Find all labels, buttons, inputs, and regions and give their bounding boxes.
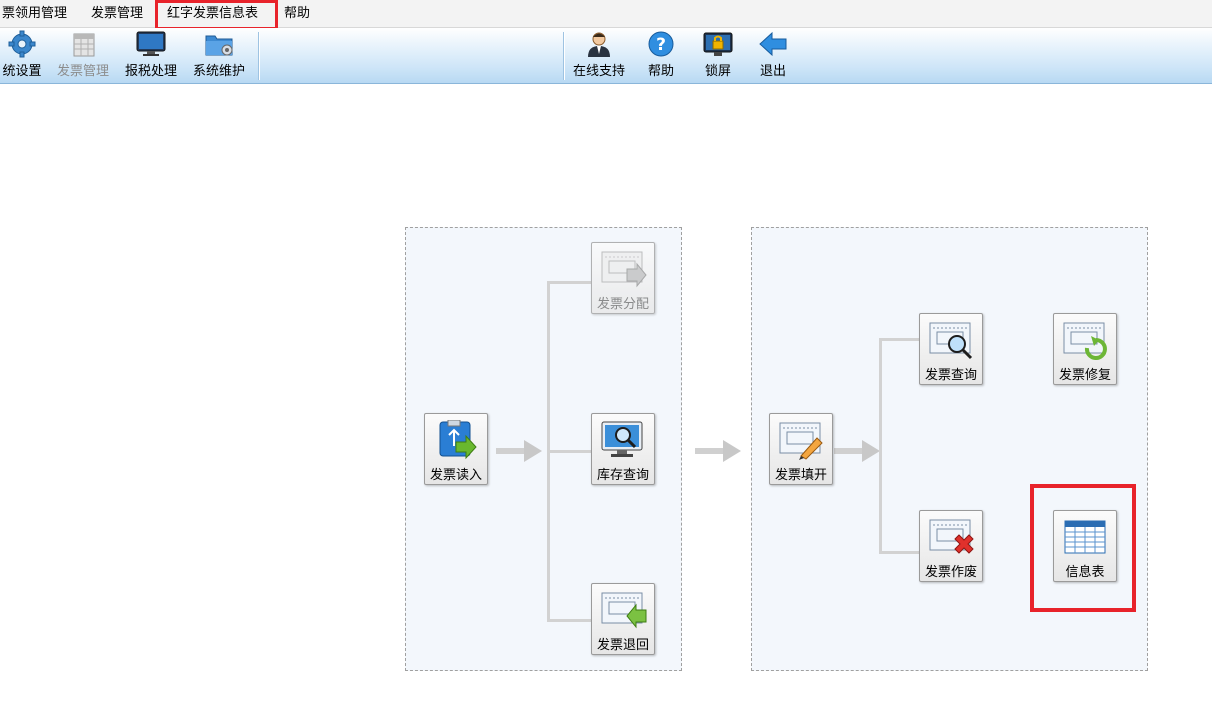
help-icon: ? <box>648 31 674 57</box>
connector-line <box>879 338 882 554</box>
connector-line <box>879 551 919 554</box>
lock-screen-button[interactable]: 锁屏 <box>697 30 739 82</box>
system-settings-button[interactable]: 统设置 <box>0 30 44 82</box>
menu-item-help[interactable]: 帮助 <box>284 6 311 21</box>
invoice-assign-tile[interactable]: 发票分配 <box>591 242 655 314</box>
info-table-label: 信息表 <box>1065 565 1105 580</box>
invoice-return-tile[interactable]: 发票退回 <box>591 583 655 655</box>
tax-report-label: 报税处理 <box>124 64 177 79</box>
invoice-issue-label: 发票填开 <box>774 468 827 483</box>
lock-screen-label: 锁屏 <box>704 64 731 79</box>
connector-line <box>547 281 591 284</box>
lock-screen-icon <box>703 32 733 56</box>
stock-query-label: 库存查询 <box>596 468 649 483</box>
connector-line <box>547 450 591 453</box>
menu-item-red-invoice-info[interactable]: 红字发票信息表 <box>167 6 259 21</box>
invoice-void-icon <box>929 519 974 554</box>
exit-label: 退出 <box>759 64 786 79</box>
flow-arrow-icon <box>834 440 880 462</box>
connector-line <box>879 338 919 341</box>
stock-query-tile[interactable]: 库存查询 <box>591 413 655 485</box>
help-button[interactable]: ? 帮助 <box>640 30 682 82</box>
menu-item-invoice-manage[interactable]: 发票管理 <box>91 6 144 21</box>
flow-arrow-icon <box>496 440 542 462</box>
invoice-void-tile[interactable]: 发票作废 <box>919 510 983 582</box>
invoice-repair-tile[interactable]: 发票修复 <box>1053 313 1117 385</box>
invoice-query-label: 发票查询 <box>924 368 977 383</box>
tax-report-button[interactable]: 报税处理 <box>122 30 180 82</box>
connector-line <box>547 619 591 622</box>
toolbar-separator <box>563 32 565 80</box>
toolbar: 统设置 发票管理 报税处理 系统维护 <box>0 28 1212 84</box>
online-support-label: 在线支持 <box>572 64 625 79</box>
toolbar-separator <box>258 32 260 80</box>
usb-import-icon <box>439 420 477 460</box>
invoice-repair-label: 发票修复 <box>1058 368 1111 383</box>
folder-gear-icon <box>205 35 233 56</box>
invoice-repair-icon <box>1063 322 1107 360</box>
invoice-read-tile[interactable]: 发票读入 <box>424 413 488 485</box>
menu-item-invoice-receive[interactable]: 票领用管理 <box>2 6 68 21</box>
gear-icon <box>8 30 36 58</box>
online-support-button[interactable]: 在线支持 <box>569 30 629 82</box>
invoice-issue-tile[interactable]: 发票填开 <box>769 413 833 485</box>
back-arrow-icon <box>759 31 787 57</box>
invoice-search-icon <box>929 322 973 360</box>
info-table-tile[interactable]: 信息表 <box>1053 510 1117 582</box>
system-maintenance-button[interactable]: 系统维护 <box>190 30 248 82</box>
svg-text:?: ? <box>656 35 666 55</box>
invoice-return-icon <box>601 592 647 629</box>
support-person-icon <box>588 32 610 57</box>
invoice-return-label: 发票退回 <box>596 638 649 653</box>
invoice-manage-button[interactable]: 发票管理 <box>54 30 112 82</box>
invoice-assign-label: 发票分配 <box>596 297 649 312</box>
invoice-void-label: 发票作废 <box>924 565 977 580</box>
system-settings-label: 统设置 <box>2 64 42 79</box>
help-label: 帮助 <box>647 64 674 79</box>
invoice-manage-label: 发票管理 <box>56 64 109 79</box>
invoice-query-tile[interactable]: 发票查询 <box>919 313 983 385</box>
menu-bar: 票领用管理 发票管理 红字发票信息表 帮助 <box>0 0 1212 30</box>
invoice-read-label: 发票读入 <box>429 468 482 483</box>
table-icon <box>1064 520 1106 554</box>
invoice-forward-icon <box>601 251 647 288</box>
flow-arrow-icon <box>695 440 741 462</box>
monitor-icon <box>136 31 166 56</box>
invoice-pen-icon <box>779 422 823 460</box>
monitor-search-icon <box>601 421 643 457</box>
system-maintenance-label: 系统维护 <box>192 64 245 79</box>
invoice-calendar-icon <box>73 33 95 57</box>
exit-button[interactable]: 退出 <box>752 30 794 82</box>
